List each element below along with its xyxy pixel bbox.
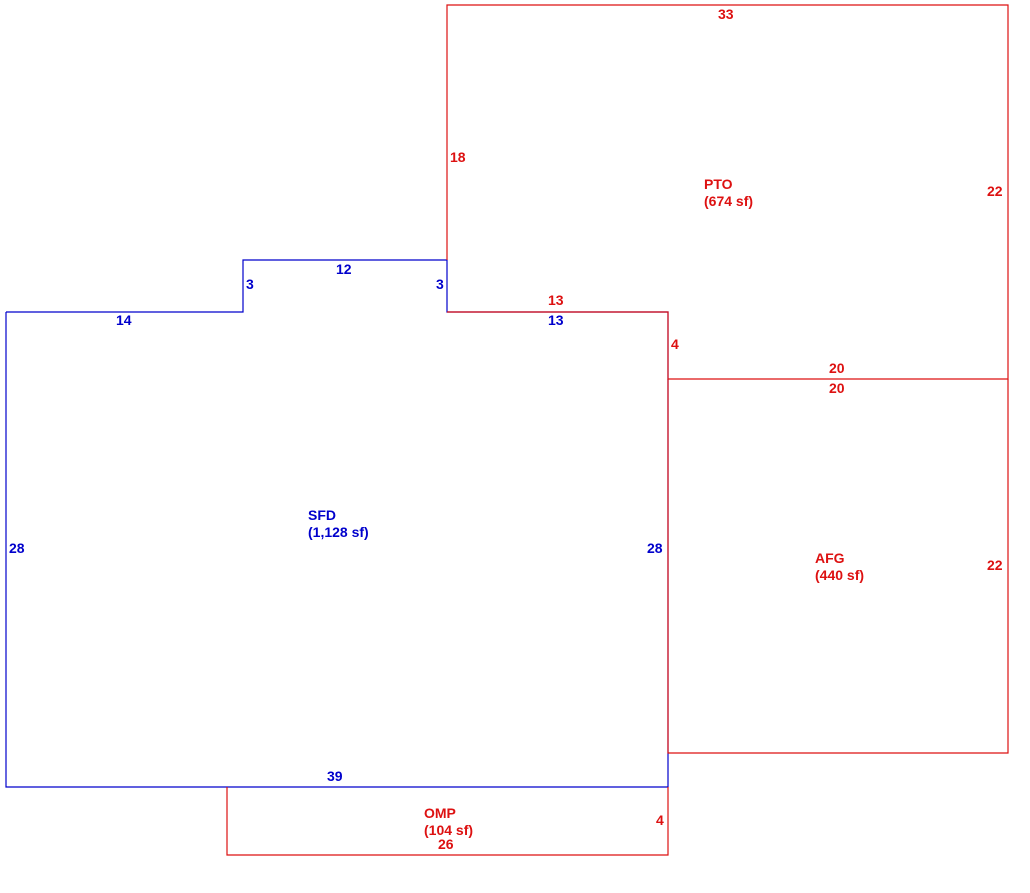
sfd-dim-top-right: 13 bbox=[548, 312, 564, 328]
sfd-area-size: (1,128 sf) bbox=[308, 524, 369, 540]
pto-dim-right: 22 bbox=[987, 183, 1003, 199]
pto-dim-lower-top: 13 bbox=[548, 292, 564, 308]
sfd-area-name: SFD bbox=[308, 507, 336, 523]
omp-outline bbox=[226, 787, 669, 856]
afg-area-size: (440 sf) bbox=[815, 567, 864, 583]
additions-outline-group bbox=[226, 4, 1009, 856]
pto-dim-bottom: 20 bbox=[829, 360, 845, 376]
sfd-dim-notch-left: 3 bbox=[246, 276, 254, 292]
afg-outline bbox=[667, 379, 1009, 754]
omp-dim-bottom: 26 bbox=[438, 836, 454, 852]
sfd-dim-bottom: 39 bbox=[327, 768, 343, 784]
pto-dim-step: 4 bbox=[671, 336, 679, 352]
pto-dim-left: 18 bbox=[450, 149, 466, 165]
omp-area-name: OMP bbox=[424, 805, 456, 821]
sfd-dim-notch-top: 12 bbox=[336, 261, 352, 277]
pto-area-size: (674 sf) bbox=[704, 193, 753, 209]
sfd-dimension-labels: 28 14 3 12 3 13 28 39 bbox=[9, 261, 663, 784]
sfd-dim-top-left: 14 bbox=[116, 312, 132, 328]
pto-outline bbox=[446, 4, 1009, 380]
pto-area-name: PTO bbox=[704, 176, 733, 192]
pto-dim-top: 33 bbox=[718, 6, 734, 22]
afg-dim-top: 20 bbox=[829, 380, 845, 396]
sfd-dim-left: 28 bbox=[9, 540, 25, 556]
area-labels: SFD (1,128 sf) PTO (674 sf) AFG (440 sf)… bbox=[308, 176, 864, 838]
sfd-dim-right: 28 bbox=[647, 540, 663, 556]
addition-dimension-labels: 33 18 22 13 4 20 20 22 4 26 bbox=[438, 6, 1003, 852]
sfd-dim-notch-right: 3 bbox=[436, 276, 444, 292]
omp-dim-right: 4 bbox=[656, 812, 664, 828]
afg-area-name: AFG bbox=[815, 550, 845, 566]
omp-area-size: (104 sf) bbox=[424, 822, 473, 838]
afg-dim-right: 22 bbox=[987, 557, 1003, 573]
